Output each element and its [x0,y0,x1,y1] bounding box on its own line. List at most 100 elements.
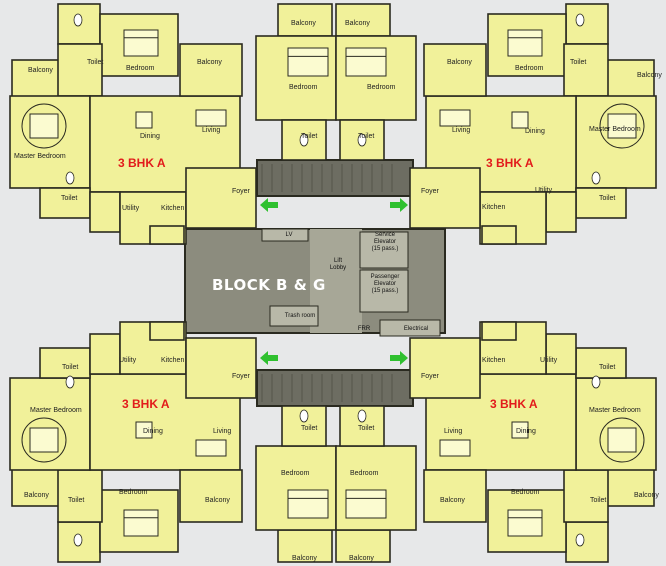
room [481,321,517,341]
room [409,337,481,399]
bed [507,29,543,57]
room-label-toilet: Toilet [61,195,78,202]
room [481,225,517,245]
unit-label-top-left: 3 BHK A [118,156,166,170]
room-label-master-bedroom: Master Bedroom [589,407,641,414]
sofa [195,109,227,127]
room-label-living: Living [452,127,471,134]
room [9,377,91,471]
room-label-balcony: Balcony [440,497,465,504]
room-label-kitchen: Kitchen [161,357,185,364]
room-label-toilet: Toilet [68,497,85,504]
toilet-fixture [575,13,585,27]
room [575,347,627,379]
green-arrow [260,198,278,212]
room [89,333,121,375]
toilet-fixture [299,409,309,423]
room [335,3,391,37]
toilet-fixture [591,171,601,185]
service-elevator-label: Service Elevator (15 pass.) [371,232,399,252]
master-bed [607,427,637,453]
room-label-dining: Dining [143,428,163,435]
room [423,43,487,97]
room [563,43,609,97]
room [179,469,243,523]
unit-label-bottom-left: 3 BHK A [122,397,170,411]
room-label-balcony: Balcony [205,497,230,504]
block-title: BLOCK B & G [212,276,326,294]
toilet-fixture [65,375,75,389]
room-label-dining: Dining [525,128,545,135]
room [39,347,91,379]
master-bed [599,417,645,463]
dining-table [511,111,529,129]
master-bed [599,103,645,149]
master-bed [21,103,67,149]
room-label-bedroom: Bedroom [515,65,544,72]
toilet-fixture [575,533,585,547]
bed [123,29,159,57]
toilet-fixture [73,533,83,547]
room-label-toilet: Toilet [301,425,318,432]
room-label-master-bedroom: Master Bedroom [14,153,66,160]
room-label-utility: Utility [535,187,553,194]
electrical-label: Electrical [403,326,429,332]
room [575,187,627,219]
room-label-foyer: Foyer [232,188,250,195]
room-label-toilet: Toilet [358,425,375,432]
dining-table [135,421,153,439]
room-label-utility: Utility [119,357,137,364]
room [39,187,91,219]
room [89,191,121,233]
room-label-toilet: Toilet [87,59,104,66]
stair-bottom [256,369,414,407]
passenger-elevator-label: Passenger Elevator (15 pass.) [370,274,400,294]
master-bed [607,113,637,139]
room [185,337,257,399]
room-label-kitchen: Kitchen [482,204,506,211]
room [575,377,657,471]
room-label-utility: Utility [540,357,558,364]
room-label-toilet: Toilet [301,133,318,140]
room-label-bedroom: Bedroom [119,489,148,496]
room-label-toilet: Toilet [358,133,375,140]
electrical-room [379,319,441,337]
unit-label-bottom-right: 3 BHK A [490,397,538,411]
room-label-balcony: Balcony [447,59,472,66]
room-label-dining: Dining [516,428,536,435]
room [565,521,609,563]
room-label-balcony: Balcony [291,20,316,27]
bed [287,47,329,77]
bed [123,509,159,537]
room-label-utility: Utility [122,205,140,212]
room-label-master-bedroom: Master Bedroom [30,407,82,414]
room [9,95,91,189]
room-label-living: Living [444,428,463,435]
room [57,43,103,97]
room-label-living: Living [202,127,221,134]
room [605,59,655,99]
room [11,467,61,507]
room-label-kitchen: Kitchen [482,357,506,364]
room [563,469,609,523]
room [277,3,333,37]
room-label-kitchen: Kitchen [161,205,185,212]
room-label-toilet: Toilet [590,497,607,504]
sofa [195,439,227,457]
room-label-toilet: Toilet [570,59,587,66]
unit-label-top-right: 3 BHK A [486,156,534,170]
master-bed [29,427,59,453]
room-label-toilet: Toilet [599,195,616,202]
room [149,321,185,341]
room-label-balcony: Balcony [637,72,662,79]
room [545,333,577,375]
bed [345,489,387,519]
room-label-foyer: Foyer [421,373,439,380]
room-label-balcony: Balcony [345,20,370,27]
green-arrow [390,198,408,212]
dining-table [511,421,529,439]
room-label-balcony: Balcony [197,59,222,66]
toilet-fixture [591,375,601,389]
